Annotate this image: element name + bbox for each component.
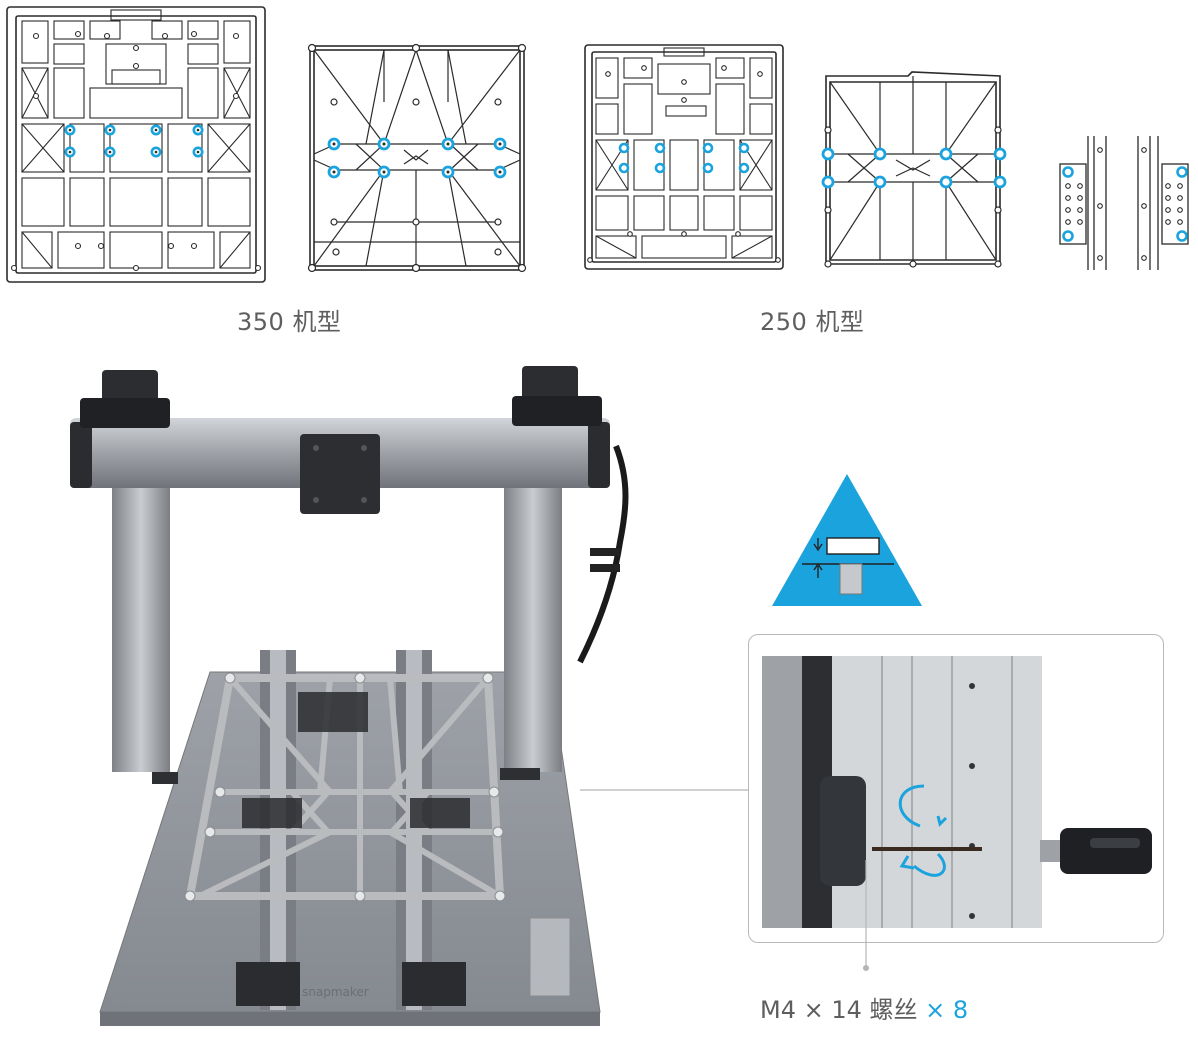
plate-250-heatbed-diagram	[584, 44, 784, 270]
printer-assembly-photo: snapmaker	[70, 366, 629, 1026]
closeup-screw-photo	[762, 656, 1042, 928]
screw-quantity-text: × 8	[925, 996, 969, 1024]
screw-spec-text: M4 × 14 螺丝	[760, 996, 918, 1024]
brand-logo: snapmaker	[302, 985, 369, 999]
model-250-label: 250 机型	[760, 308, 865, 336]
frame-250-diagram	[821, 71, 1007, 268]
frame-350-diagram	[307, 43, 527, 273]
side-brackets-250-diagram	[1059, 136, 1189, 270]
plate-350-heatbed-diagram	[6, 6, 266, 283]
screw-caption: M4 × 14 螺丝 × 8	[760, 990, 968, 1025]
spacing-warning-triangle	[772, 474, 922, 606]
model-350-label: 350 机型	[237, 308, 342, 336]
screwdriver-handle	[1040, 828, 1152, 874]
closeup-callout-box	[748, 634, 1164, 943]
